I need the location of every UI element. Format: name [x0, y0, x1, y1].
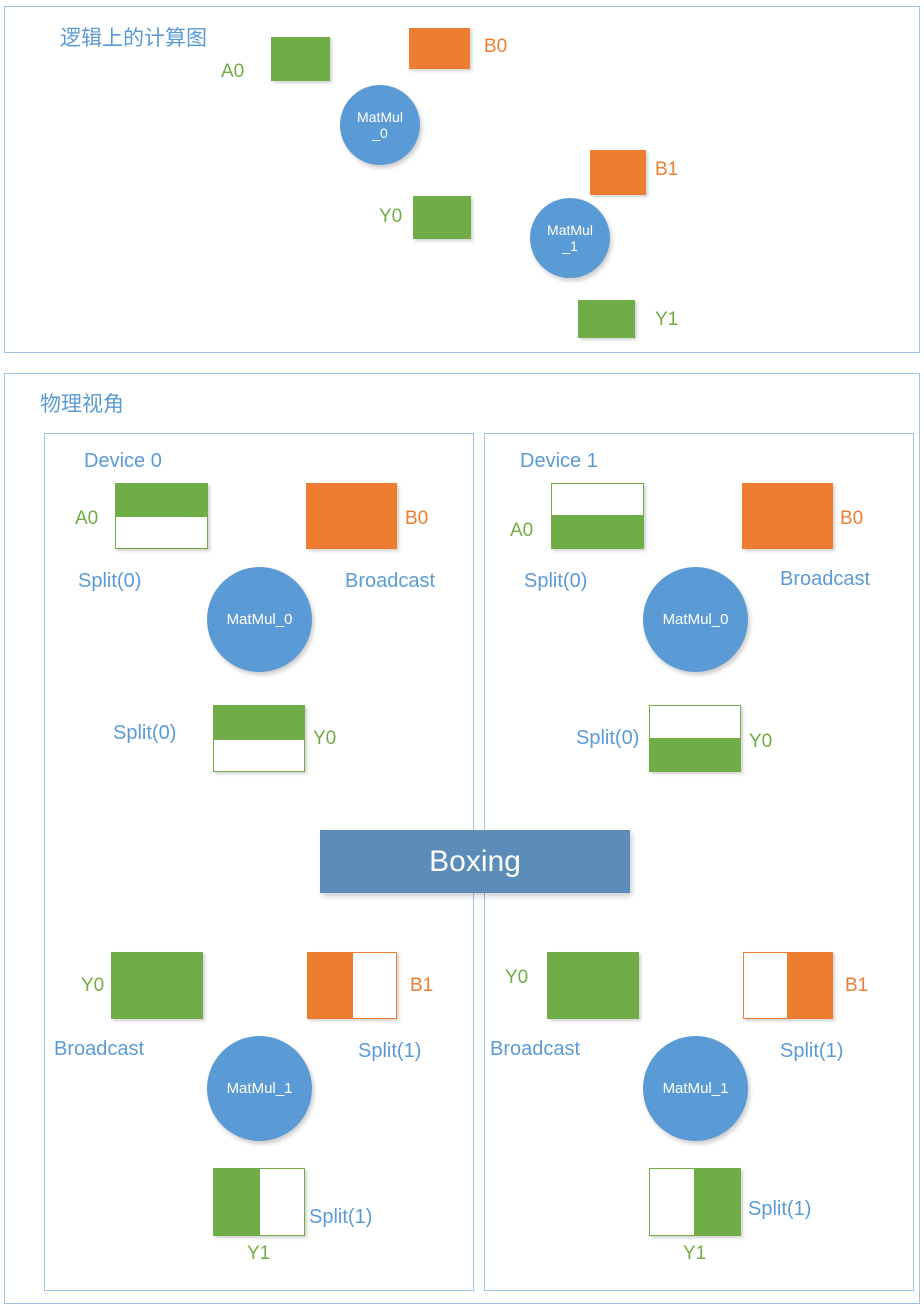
d0-tensor-a0	[115, 483, 208, 549]
d0-tensor-b1	[307, 952, 397, 1019]
d0-label-b1-split: Split(1)	[358, 1040, 422, 1062]
d1-tensor-a0	[551, 483, 644, 549]
d1-op-matmul-1: MatMul_1	[643, 1036, 748, 1141]
device-0-title: Device 0	[84, 450, 162, 472]
d0-b1-part-filled	[307, 952, 352, 1019]
d1-y0top-part-empty	[649, 705, 741, 739]
d0-y0top-part-filled	[213, 705, 305, 739]
physical-panel-title: 物理视角	[40, 393, 124, 416]
logical-tensor-y0	[413, 196, 471, 239]
d1-label-b1-split: Split(1)	[780, 1040, 844, 1062]
boxing-label: Boxing	[429, 844, 521, 878]
logical-matmul0-line2: _0	[372, 125, 388, 141]
d1-tensor-y1	[649, 1168, 741, 1236]
d0-matmul1-label: MatMul_1	[226, 1079, 293, 1097]
d1-tensor-b0	[742, 483, 833, 549]
d0-op-matmul-1: MatMul_1	[207, 1036, 312, 1141]
d1-label-y0-bottom: Y0	[505, 967, 529, 988]
logical-matmul0-line1: MatMul	[357, 108, 403, 125]
logical-op-matmul-1: MatMul _1	[530, 198, 610, 278]
d0-label-y0-top-split: Split(0)	[113, 722, 177, 744]
d1-matmul1-label: MatMul_1	[662, 1079, 729, 1097]
d0-label-a0-split: Split(0)	[78, 570, 142, 592]
logical-matmul1-line2: _1	[562, 238, 578, 254]
d0-y0top-part-empty	[213, 739, 305, 772]
d1-y1-part-filled	[695, 1168, 741, 1236]
d1-y0top-part-filled	[649, 739, 741, 772]
d0-label-a0: A0	[75, 508, 99, 529]
logical-label-a0: A0	[221, 61, 245, 82]
d0-label-b0: B0	[405, 508, 429, 529]
d1-op-matmul-0: MatMul_0	[643, 567, 748, 672]
d1-label-b0-broadcast: Broadcast	[780, 568, 871, 590]
logical-label-y1: Y1	[655, 309, 679, 330]
boxing-node: Boxing	[320, 830, 630, 893]
d1-label-y0-broadcast: Broadcast	[490, 1038, 581, 1060]
d0-label-b0-broadcast: Broadcast	[345, 570, 436, 592]
d1-b1-part-empty	[743, 952, 788, 1019]
d1-label-b0: B0	[840, 508, 864, 529]
logical-op-matmul-0: MatMul _0	[340, 85, 420, 165]
d0-y1-part-empty	[259, 1168, 305, 1236]
d1-tensor-b1	[743, 952, 833, 1019]
logical-tensor-b1	[590, 150, 646, 195]
d0-label-y1-split: Split(1)	[309, 1206, 373, 1228]
d0-y1-part-filled	[213, 1168, 259, 1236]
d0-b1-part-empty	[352, 952, 397, 1019]
d1-matmul0-label: MatMul_0	[662, 610, 729, 628]
logical-matmul1-line1: MatMul	[547, 221, 593, 238]
d1-label-a0: A0	[510, 520, 534, 541]
logical-tensor-y1	[578, 300, 635, 338]
logical-label-b1: B1	[655, 159, 679, 180]
d0-tensor-y1	[213, 1168, 305, 1236]
d1-y1-part-empty	[649, 1168, 695, 1236]
logical-tensor-b0	[409, 28, 470, 69]
d1-label-b1: B1	[845, 975, 869, 996]
d0-label-y1: Y1	[247, 1243, 271, 1264]
d1-b1-part-filled	[788, 952, 833, 1019]
d1-tensor-y0-top	[649, 705, 741, 772]
d1-label-y1: Y1	[683, 1243, 707, 1264]
d1-a0-part-filled	[551, 516, 644, 549]
d0-a0-part-empty	[115, 516, 208, 549]
d0-tensor-y0-bottom	[111, 952, 203, 1019]
d0-tensor-y0-top	[213, 705, 305, 772]
d0-label-y0-bottom: Y0	[81, 975, 105, 996]
d0-tensor-b0	[306, 483, 397, 549]
logical-panel-title: 逻辑上的计算图	[60, 27, 207, 50]
d0-a0-part-filled	[115, 483, 208, 516]
d1-label-y0-top: Y0	[749, 731, 773, 752]
d0-label-y0-broadcast: Broadcast	[54, 1038, 145, 1060]
d1-label-a0-split: Split(0)	[524, 570, 588, 592]
device-1-title: Device 1	[520, 450, 598, 472]
d1-a0-part-empty	[551, 483, 644, 516]
logical-tensor-a0	[271, 37, 330, 81]
d0-matmul0-label: MatMul_0	[226, 610, 293, 628]
logical-label-b0: B0	[484, 36, 508, 57]
d0-label-y0-top: Y0	[313, 728, 337, 749]
d1-tensor-y0-bottom	[547, 952, 639, 1019]
d1-label-y1-split: Split(1)	[748, 1198, 812, 1220]
d1-label-y0-top-split: Split(0)	[576, 727, 640, 749]
d0-op-matmul-0: MatMul_0	[207, 567, 312, 672]
d0-label-b1: B1	[410, 975, 434, 996]
logical-label-y0: Y0	[379, 206, 403, 227]
